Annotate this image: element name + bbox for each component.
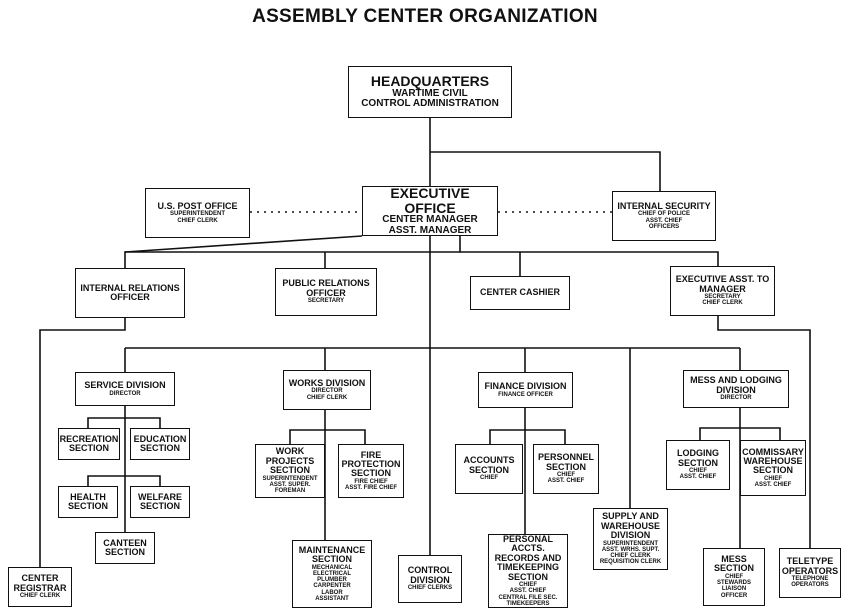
executive-assistant-box: EXECUTIVE ASST. TO MANAGER SECRETARY CHI… (670, 266, 775, 316)
education-section-box: EDUCATION SECTION (130, 428, 190, 460)
post-office-box: U.S. POST OFFICE SUPERINTENDENT CHIEF CL… (145, 188, 250, 238)
supply-warehouse-division-box: SUPPLY AND WAREHOUSE DIVISION SUPERINTEN… (593, 508, 668, 570)
maintenance-section-box: MAINTENANCE SECTION MECHANICAL ELECTRICA… (292, 540, 372, 608)
public-relations-box: PUBLIC RELATIONS OFFICER SECRETARY (275, 268, 377, 316)
personal-accounts-section-box: PERSONAL ACCTS. RECORDS AND TIMEKEEPING … (488, 534, 568, 608)
service-division-box: SERVICE DIVISION DIRECTOR (75, 372, 175, 406)
works-division-box: WORKS DIVISION DIRECTOR CHIEF CLERK (283, 370, 371, 410)
chart-title: ASSEMBLY CENTER ORGANIZATION (252, 6, 598, 27)
internal-relations-box: INTERNAL RELATIONS OFFICER (75, 268, 185, 318)
welfare-section-box: WELFARE SECTION (130, 486, 190, 518)
finance-division-box: FINANCE DIVISION FINANCE OFFICER (478, 372, 573, 408)
accounts-section-box: ACCOUNTS SECTION CHIEF (455, 444, 523, 494)
fire-protection-section-box: FIRE PROTECTION SECTION FIRE CHIEF ASST.… (338, 444, 404, 498)
executive-office-box: EXECUTIVE OFFICE CENTER MANAGER ASST. MA… (362, 185, 498, 236)
teletype-operators-box: TELETYPE OPERATORS TELEPHONE OPERATORS (779, 548, 841, 598)
personnel-section-box: PERSONNEL SECTION CHIEF ASST. CHIEF (533, 444, 599, 494)
mess-lodging-division-box: MESS AND LODGING DIVISION DIRECTOR (683, 370, 789, 408)
commissary-warehouse-section-box: COMMISSARY WAREHOUSE SECTION CHIEF ASST.… (740, 440, 806, 496)
headquarters-box: HEADQUARTERS WARTIME CIVIL CONTROL ADMIN… (348, 66, 512, 118)
mess-section-box: MESS SECTION CHIEF STEWARDS LIAISON OFFI… (703, 548, 765, 606)
center-registrar-box: CENTER REGISTRAR CHIEF CLERK (8, 567, 72, 607)
recreation-section-box: RECREATION SECTION (58, 428, 120, 460)
canteen-section-box: CANTEEN SECTION (95, 532, 155, 564)
lodging-section-box: LODGING SECTION CHIEF ASST. CHIEF (666, 440, 730, 490)
work-projects-section-box: WORK PROJECTS SECTION SUPERINTENDENT ASS… (255, 444, 325, 498)
internal-security-box: INTERNAL SECURITY CHIEF OF POLICE ASST. … (612, 191, 716, 241)
center-cashier-box: CENTER CASHIER (470, 276, 570, 310)
health-section-box: HEALTH SECTION (58, 486, 118, 518)
control-division-box: CONTROL DIVISION CHIEF CLERKS (398, 555, 462, 603)
